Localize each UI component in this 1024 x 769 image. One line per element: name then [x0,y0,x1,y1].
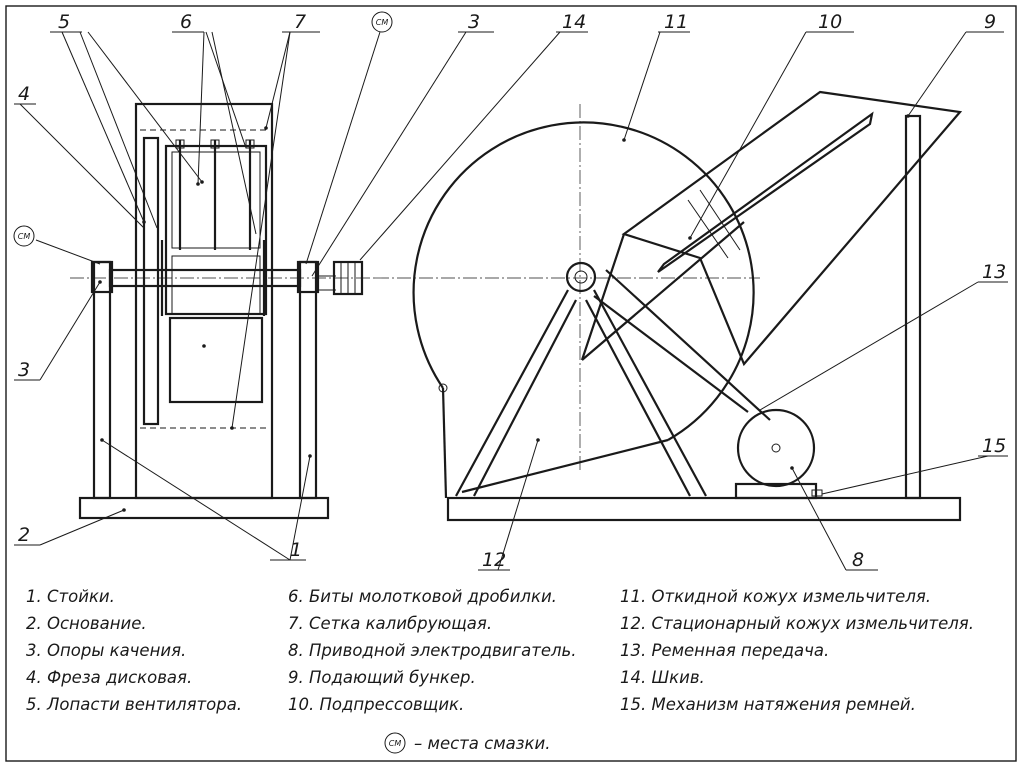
svg-text:СМ: СМ [18,232,31,241]
hopper-post [904,114,922,500]
callout-10: 10 [818,11,842,33]
motor-mount [734,482,818,500]
leader-shelves [14,31,1008,571]
callout-1: 1 [290,539,302,561]
legend-item: 1. Стойки. [26,587,115,606]
legend-item: 15. Механизм натяжения ремней. [620,695,916,714]
callout-13: 13 [982,261,1006,283]
legend-item: 5. Лопасти вентилятора. [26,695,242,714]
base-right [446,496,962,522]
svg-text:СМ: СМ [389,739,402,748]
lubrication-symbol-icon [384,732,406,754]
lubrication-marker-left: СМ [13,225,35,247]
motor-8 [736,408,816,488]
bearing-right [296,260,320,294]
legend-item: 13. Ременная передача. [620,641,829,660]
legend-item: 2. Основание. [26,614,147,633]
legend-item: 6. Биты молотковой дробилки. [288,587,557,606]
legend-item: 11. Откидной кожух измельчителя. [620,587,931,606]
callout-14: 14 [562,11,586,33]
fan-blade [168,316,264,404]
bearing-left [90,260,114,294]
callout-8: 8 [852,549,864,571]
folding-cover-11 [412,121,755,441]
legend-item: 9. Подающий бункер. [288,668,476,687]
stationary-cover-12 [441,387,448,499]
legend-item: 4. Фреза дисковая. [26,668,192,687]
housing [134,102,274,500]
side-view [375,90,963,522]
hopper-9 [621,90,963,367]
callout-4: 4 [18,83,30,105]
legend-item: 10. Подпрессовщик. [288,695,464,714]
callout-3-left: 3 [18,359,30,381]
disc-cutter-4 [142,136,160,426]
callout-2: 2 [18,524,30,546]
legend: 1. Стойки. 2. Основание. 3. Опоры качени… [26,587,974,714]
callout-11: 11 [664,11,688,33]
prepresser-10 [657,111,874,273]
callout-9: 9 [984,11,996,33]
legend-item: 3. Опоры качения. [26,641,186,660]
callout-5: 5 [58,11,70,33]
legend-item: 7. Сетка калибрующая. [288,614,492,633]
legend-item: 14. Шкив. [620,668,705,687]
front-view [70,102,376,520]
lubrication-marker-top: СМ [371,11,393,33]
lubrication-note: СМ – места смазки. [384,732,550,754]
callout-7: 7 [294,11,306,33]
legend-item: 8. Приводной электродвигатель. [288,641,576,660]
leader-dots [98,114,910,512]
svg-text:СМ: СМ [376,18,389,27]
callout-3-top: 3 [468,11,480,33]
leader-lines [19,31,989,571]
lubrication-note-text: – места смазки. [414,734,550,753]
callout-12: 12 [482,549,506,571]
callout-6: 6 [180,11,192,33]
legend-item: 12. Стационарный кожух измельчителя. [620,614,974,633]
belt-tensioner-15 [811,489,823,497]
callout-15: 15 [982,435,1006,457]
